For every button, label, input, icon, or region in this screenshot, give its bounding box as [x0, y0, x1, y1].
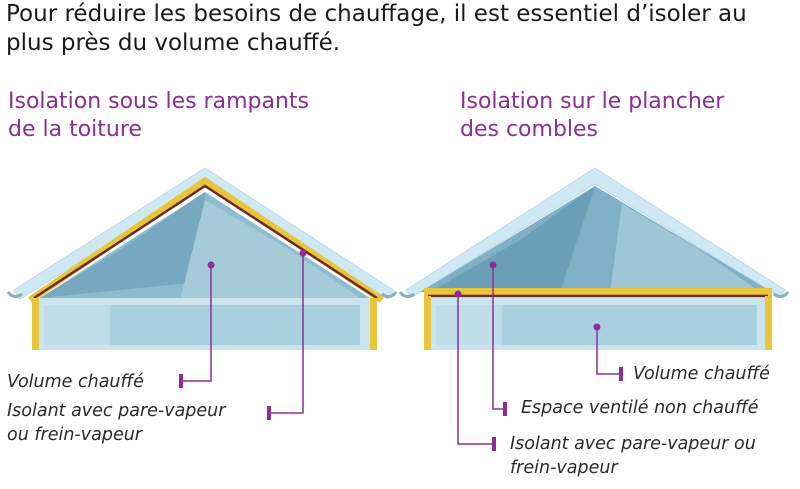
left-volume-leader	[183, 265, 212, 382]
right-volume-marker	[619, 367, 623, 381]
right-house-illustration	[398, 167, 790, 451]
headline-line-2: plus près du volume chauffé.	[6, 30, 341, 56]
right-title-line-1: Isolation sur le plancher	[460, 89, 725, 114]
left-roof-insulation	[28, 176, 384, 303]
left-title-line-1: Isolation sous les rampants	[8, 89, 309, 114]
right-gutter-left	[398, 291, 415, 299]
left-insulation-leader	[271, 253, 304, 414]
left-attic-shade	[40, 192, 205, 298]
right-title-line-2: des combles	[460, 117, 599, 142]
right-label-insulation-line-2: frein-vapeur	[510, 458, 618, 478]
left-wall-insulation-left	[32, 298, 39, 350]
left-label-insulation-line-1: Isolant avec pare-vapeur	[7, 401, 226, 421]
right-attic-dark	[430, 186, 595, 292]
left-gutter-left	[6, 291, 23, 299]
left-label-insulation-line-2: ou frein-vapeur	[7, 425, 142, 445]
left-title-line-2: de la toiture	[8, 117, 142, 142]
left-volume-marker	[179, 374, 183, 388]
left-attic-light	[180, 200, 360, 300]
left-wall-insulation-right	[370, 298, 377, 350]
right-roof-covering	[405, 167, 786, 298]
right-room-floor-left	[436, 305, 502, 345]
headline: Pour réduire les besoins de chauffage, i…	[6, 0, 796, 58]
right-gutter-right	[773, 291, 790, 299]
right-label-insulation-line-1: Isolant avec pare-vapeur ou	[510, 434, 756, 454]
right-insulation-leader	[457, 294, 492, 445]
left-vapor-barrier	[33, 184, 378, 300]
right-ventilated-leader	[492, 265, 503, 410]
left-label-heated-volume: Volume chauffé	[7, 372, 144, 392]
left-diagram-title: Isolation sous les rampants de la toitur…	[8, 88, 368, 144]
right-floor-insulation	[424, 288, 772, 296]
right-diagram-title: Isolation sur le plancher des combles	[460, 88, 790, 144]
headline-line-1: Pour réduire les besoins de chauffage, i…	[6, 1, 747, 27]
right-volume-leader	[596, 327, 619, 375]
left-room-floor-left	[44, 305, 110, 345]
right-insulation-marker	[492, 437, 496, 451]
left-insulation-marker	[267, 406, 271, 420]
left-gutter-right	[381, 291, 398, 299]
right-wall-insulation-left	[424, 296, 431, 350]
right-room-back-wall	[502, 305, 757, 345]
right-label-insulation: Isolant avec pare-vapeur ou frein-vapeur	[510, 432, 756, 480]
right-attic-light	[610, 204, 760, 292]
right-wall-insulation-right	[765, 296, 772, 350]
right-ventilated-marker	[503, 402, 507, 416]
left-room-back-wall	[110, 305, 360, 345]
right-label-heated-volume: Volume chauffé	[633, 364, 770, 384]
left-label-insulation: Isolant avec pare-vapeur ou frein-vapeur	[7, 399, 225, 447]
right-label-ventilated-space: Espace ventilé non chauffé	[521, 398, 759, 418]
left-house-illustration	[6, 167, 398, 420]
